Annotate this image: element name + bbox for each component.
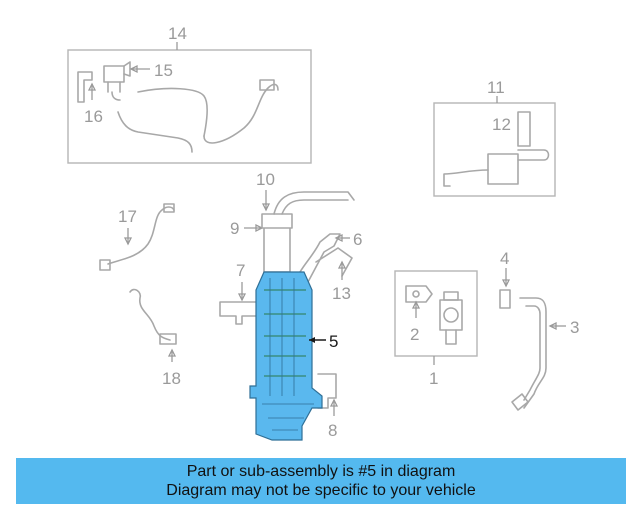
part-6-bracket[interactable] <box>299 233 353 283</box>
part-17-sensor[interactable] <box>107 206 175 265</box>
group-1-box <box>394 270 478 357</box>
part-8-bracket[interactable] <box>317 373 337 409</box>
part-5-vapor-canister[interactable] <box>249 271 323 441</box>
egr-valve[interactable] <box>439 291 463 345</box>
part-9-neck[interactable] <box>261 213 293 273</box>
group-11-box <box>433 102 556 197</box>
callout-6[interactable]: 6 <box>353 230 362 249</box>
callout-7[interactable]: 7 <box>236 261 245 280</box>
parts-diagram: 14 15 16 11 12 10 <box>67 24 579 441</box>
part-4-clamp[interactable] <box>499 289 511 309</box>
callout-3[interactable]: 3 <box>570 318 579 337</box>
part-12-solenoid[interactable] <box>443 111 550 187</box>
group-1-inset: 1 2 <box>394 270 478 388</box>
part-7-bracket[interactable] <box>219 301 261 325</box>
callout-15[interactable]: 15 <box>154 61 173 80</box>
part-15-sensor[interactable] <box>103 61 131 101</box>
callout-13[interactable]: 13 <box>332 284 351 303</box>
part-18-sensor[interactable] <box>129 288 171 341</box>
callout-18[interactable]: 18 <box>162 369 181 388</box>
hose-b <box>203 83 279 144</box>
callout-1[interactable]: 1 <box>429 369 438 388</box>
hose-16 <box>117 111 193 153</box>
banner-line-1: Part or sub-assembly is #5 in diagram <box>186 463 456 480</box>
callout-16[interactable]: 16 <box>84 107 103 126</box>
info-banner: Part or sub-assembly is #5 in diagram Di… <box>16 458 626 504</box>
callout-11[interactable]: 11 <box>487 78 505 97</box>
bracket-left <box>77 71 93 103</box>
callout-4[interactable]: 4 <box>500 249 509 268</box>
group-14-box <box>67 49 312 164</box>
hose-a <box>137 87 208 137</box>
part-3-hose[interactable] <box>511 297 547 411</box>
part-2-gasket[interactable] <box>405 285 433 303</box>
banner-line-2: Diagram may not be specific to your vehi… <box>166 482 476 499</box>
group-11-inset: 11 12 <box>433 78 556 197</box>
callout-17[interactable]: 17 <box>118 207 137 226</box>
callout-2[interactable]: 2 <box>410 325 419 344</box>
callout-9[interactable]: 9 <box>230 219 239 238</box>
callout-14[interactable]: 14 <box>168 24 187 43</box>
callout-5[interactable]: 5 <box>329 332 338 351</box>
callout-12[interactable]: 12 <box>492 115 511 134</box>
part-10-pipe[interactable] <box>273 191 355 215</box>
callout-10[interactable]: 10 <box>256 170 275 189</box>
callout-8[interactable]: 8 <box>328 421 337 440</box>
group-14-inset: 14 15 16 <box>67 24 312 164</box>
